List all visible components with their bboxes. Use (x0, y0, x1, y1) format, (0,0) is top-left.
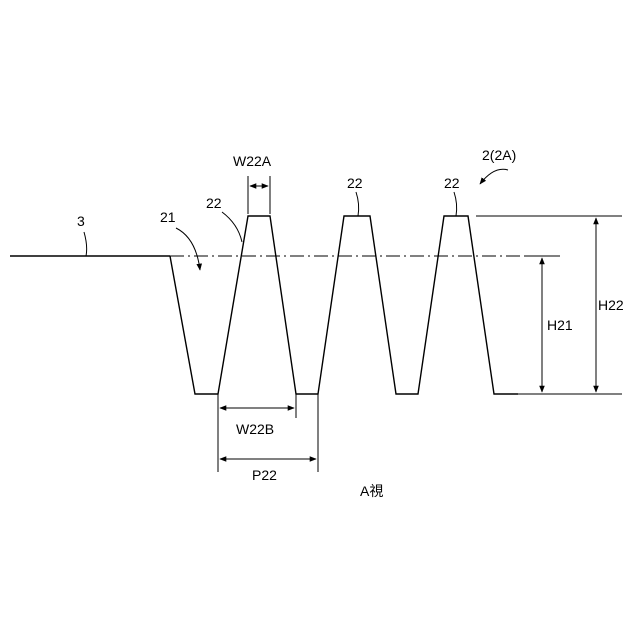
leader-22-mid (356, 192, 359, 216)
label-w22b: W22B (236, 421, 274, 437)
label-22-mid: 22 (347, 175, 363, 191)
label-2-2A: 2(2A) (482, 147, 516, 163)
leader-22-right (454, 192, 457, 216)
leader-2-2A (480, 169, 508, 184)
label-22-left: 22 (206, 195, 222, 211)
label-view: A視 (360, 483, 383, 499)
leader-21 (176, 228, 200, 270)
label-p22: P22 (252, 467, 277, 483)
label-h22: H22 (598, 297, 624, 313)
leader-22-left (222, 212, 242, 242)
label-h21: H21 (547, 317, 573, 333)
leader-3 (84, 232, 87, 256)
label-w22a: W22A (233, 153, 272, 169)
label-3: 3 (77, 213, 85, 229)
label-21: 21 (160, 209, 176, 225)
tooth-profile (170, 216, 518, 394)
label-22-right: 22 (444, 175, 460, 191)
